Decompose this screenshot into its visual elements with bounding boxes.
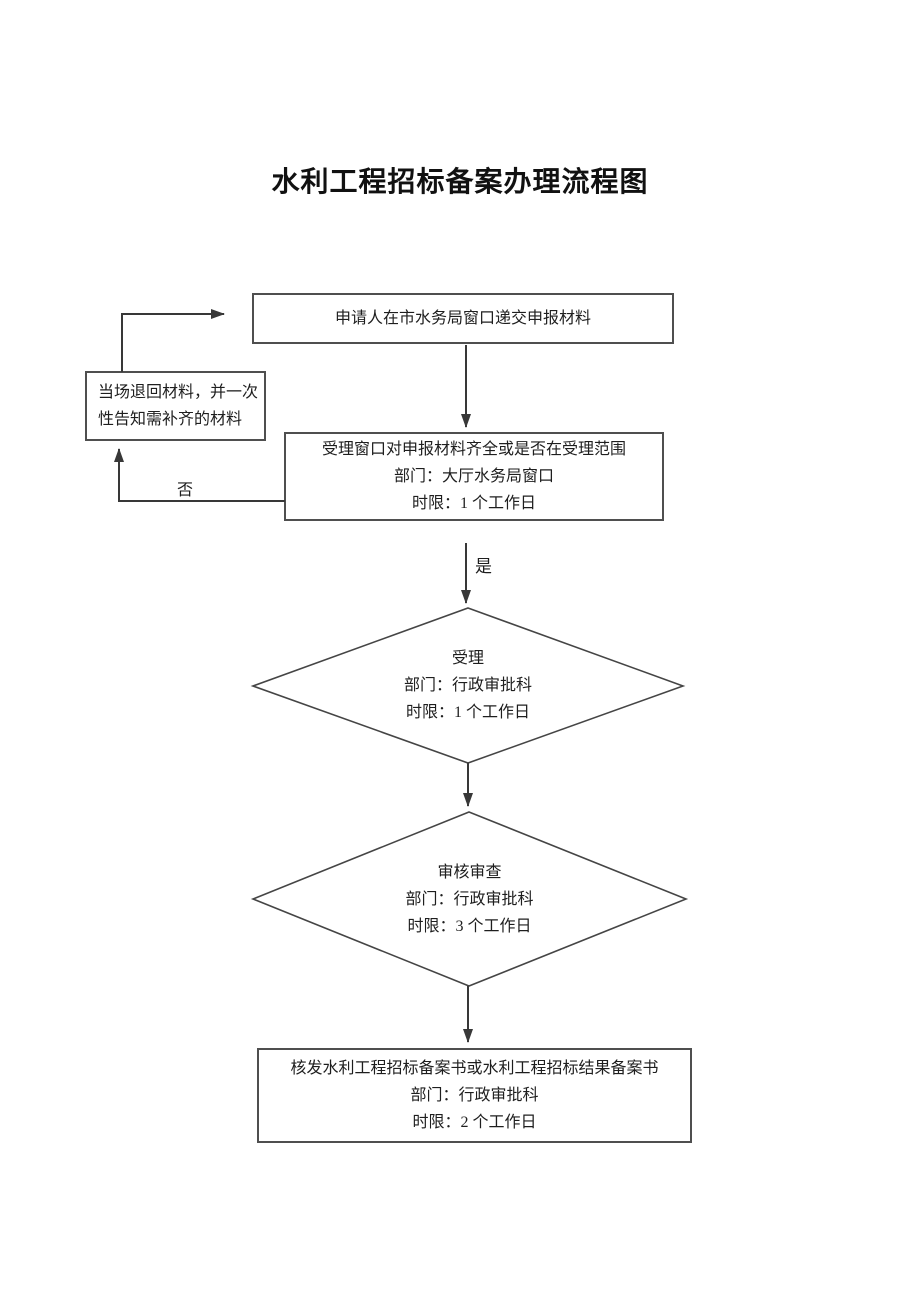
screen-box-line1: 受理窗口对申报材料齐全或是否在受理范围	[321, 441, 626, 458]
accept-diamond-dept: 部门：行政审批科	[403, 677, 532, 694]
return-box: 当场退回材料，并一次 性告知需补齐的材料	[98, 372, 260, 440]
review-diamond: 审核审查 部门：行政审批科 时限：3 个工作日	[253, 812, 686, 986]
arrow-return-to-submit	[121, 309, 225, 372]
screen-box-shape	[284, 432, 664, 521]
review-diamond-time: 时限：3 个工作日	[407, 917, 532, 935]
review-diamond-title: 审核审查	[437, 863, 502, 881]
submit-box-text: 申请人在市水务局窗口递交申报材料	[334, 310, 591, 327]
issue-box: 核发水利工程招标备案书或水利工程招标结果备案书 部门：行政审批科 时限：2 个工…	[258, 1049, 691, 1142]
accept-diamond-title: 受理	[451, 650, 484, 667]
issue-box-time: 时限：2 个工作日	[412, 1114, 537, 1131]
arrow-no-to-return	[114, 448, 285, 502]
submit-box: 申请人在市水务局窗口递交申报材料	[253, 294, 673, 343]
screen-box: 受理窗口对申报材料齐全或是否在受理范围 部门：大厅水务局窗口 时限：1 个工作日	[285, 433, 663, 520]
screen-box-time: 时限：1 个工作日	[411, 495, 536, 512]
return-box-shape	[85, 371, 266, 441]
review-diamond-dept: 部门：行政审批科	[405, 890, 534, 908]
issue-box-line1: 核发水利工程招标备案书或水利工程招标结果备案书	[290, 1060, 659, 1077]
page-title: 水利工程招标备案办理流程图	[271, 166, 649, 197]
issue-box-shape	[257, 1048, 692, 1143]
return-box-line2: 性告知需补齐的材料	[98, 411, 243, 428]
accept-diamond: 受理 部门：行政审批科 时限：1 个工作日	[253, 608, 683, 763]
accept-diamond-time: 时限：1 个工作日	[405, 704, 530, 721]
submit-box-shape	[252, 293, 674, 344]
screen-box-dept: 部门：大厅水务局窗口	[393, 468, 554, 485]
issue-box-dept: 部门：行政审批科	[410, 1087, 539, 1104]
return-box-line1: 当场退回材料，并一次	[98, 384, 259, 401]
no-branch-label: 否	[177, 482, 194, 499]
yes-branch-label: 是	[475, 557, 492, 576]
